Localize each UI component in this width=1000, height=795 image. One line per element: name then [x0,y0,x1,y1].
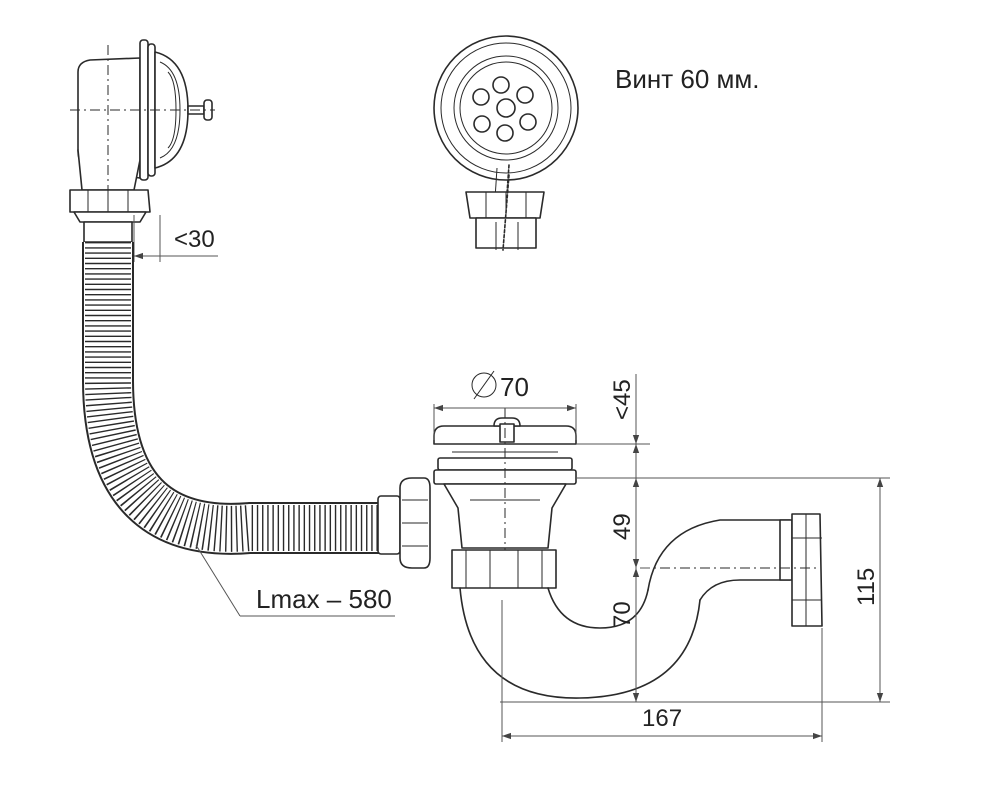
hose-connector-nut [377,477,431,569]
screw-note: Винт 60 мм. [615,64,759,94]
angle-dimension: <30 [133,215,218,262]
hose-length-label: Lmax – 580 [256,584,392,614]
siphon-assembly [433,408,823,699]
width-167-label: 167 [642,705,682,732]
height-45-label: <45 [609,379,636,420]
overflow-assembly [69,39,215,270]
diameter-label: 70 [500,372,529,402]
strainer-top-view [433,35,579,251]
height-115-label: 115 [853,568,880,606]
angle-label: <30 [174,226,215,253]
height-49-label: 49 [609,513,636,540]
siphon-dimensions: 70 <45 49 70 115 167 [433,370,890,742]
height-70-label: 70 [609,601,636,628]
hose-length-leader: Lmax – 580 [195,544,395,617]
corrugated-hose [82,242,380,555]
